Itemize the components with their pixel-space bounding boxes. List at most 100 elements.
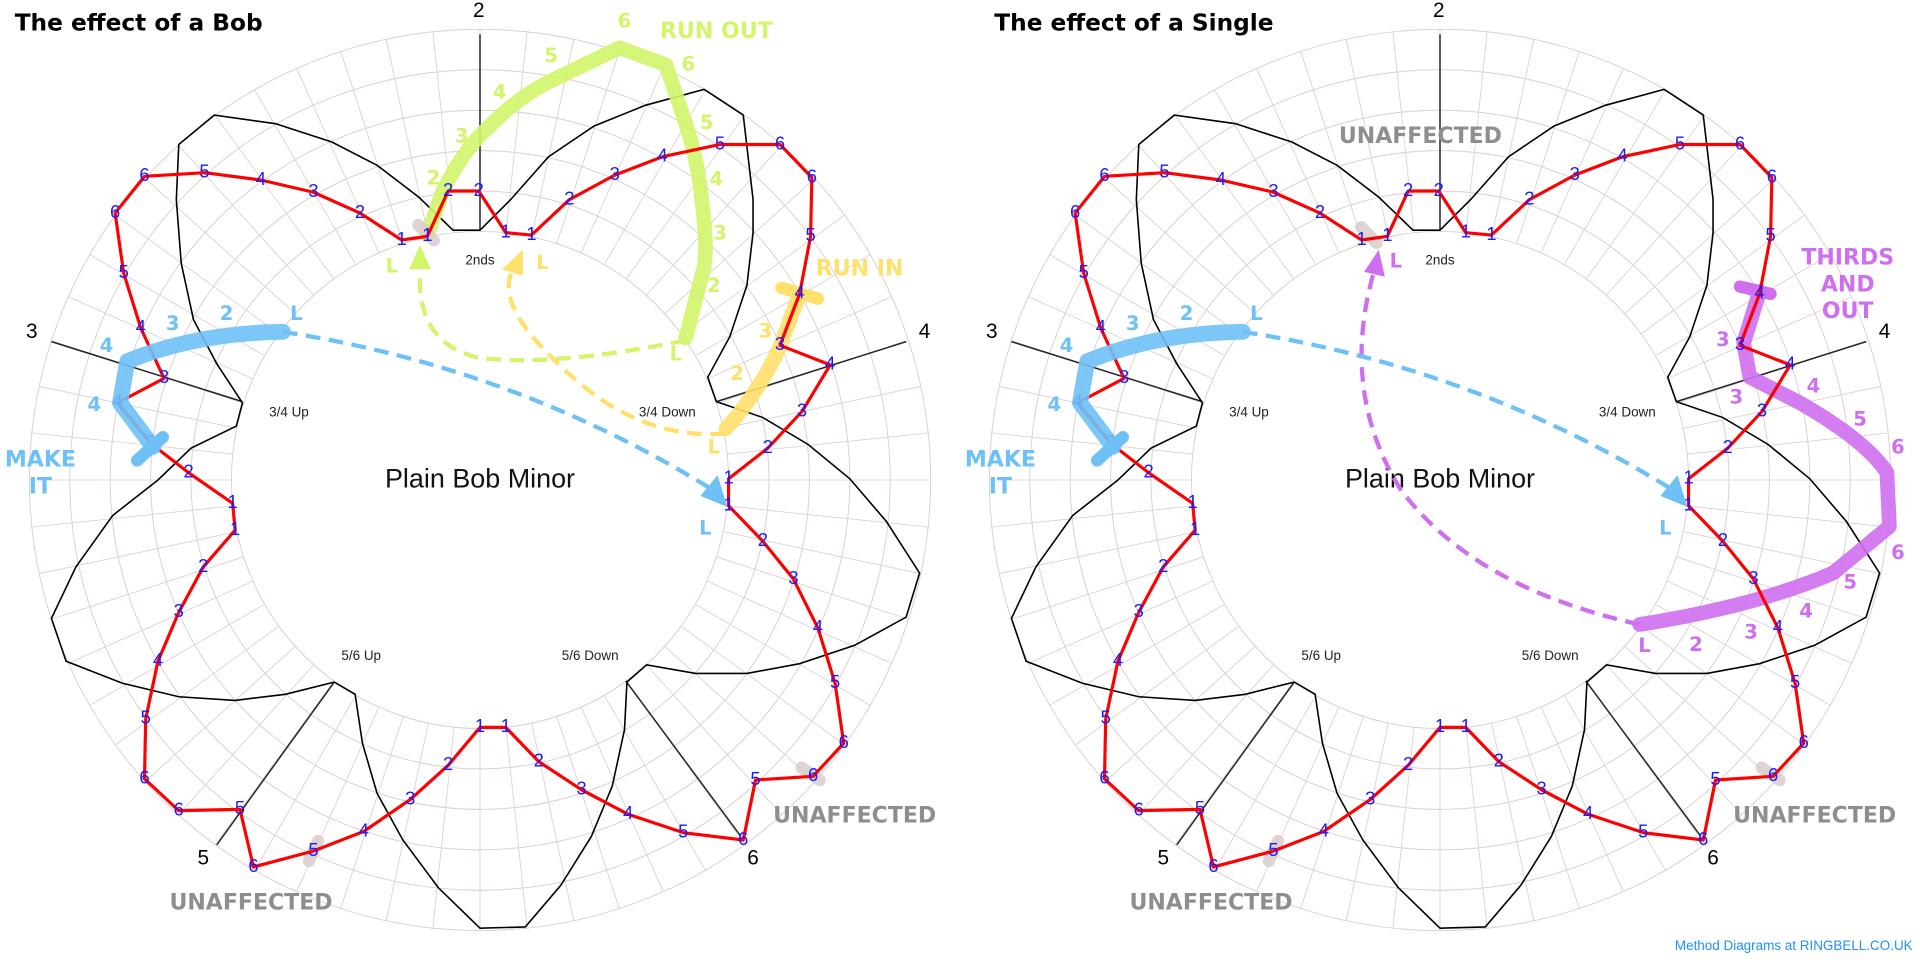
grid-radial [1174,680,1295,845]
place-number: 1 [397,228,407,249]
single-lead-dashed [1359,271,1641,627]
place-number: 2 [474,179,484,200]
spoke-line [1176,681,1295,846]
spoke-label-3: 3 [986,320,998,343]
place-number: 1 [1357,228,1367,249]
grid-radial [39,385,237,429]
thirds-number: 5 [1853,408,1867,431]
grid-radial [646,144,782,296]
grid-radial [1491,39,1535,237]
grid-radial [723,531,921,575]
place-number: 2 [1524,187,1534,208]
place-number: 5 [1079,261,1089,282]
grid-radial [1028,580,1214,664]
place-number: 2 [534,749,544,770]
make-it-number: 4 [100,334,114,357]
grid-radial [706,296,892,380]
grid-radial [991,432,1193,455]
unaffected-highlight [1755,761,1786,787]
grid-radial [39,531,237,575]
spoke-label-3: 3 [26,320,38,343]
grid-radial [1300,716,1364,909]
grid-radial [89,603,265,706]
run-out-number: 4 [493,81,507,104]
grid-radial [580,706,664,892]
grid-radial [1138,144,1274,296]
grid-radial [664,646,816,782]
place-number: 6 [1208,855,1218,876]
grid-radial [31,432,233,455]
grid-radial [716,556,909,620]
run-in-number: 3 [758,319,772,342]
make-it-number: 2 [220,302,234,325]
spoke-label-6: 6 [1707,846,1719,869]
place-number: 4 [794,282,804,303]
spoke-label-4: 4 [919,320,931,343]
make-it-band [1072,323,1251,455]
grid-radial [695,254,871,357]
grid-radial [1028,296,1214,380]
work-outline [1010,88,1881,929]
run-in-label: RUN IN [816,256,904,281]
thirds-number: 2 [1689,633,1703,656]
credit-link[interactable]: Method Diagrams at RINGBELL.CO.UK [1675,938,1913,953]
place-number: 6 [248,855,258,876]
grid-radial [1138,664,1274,816]
grid-radial [254,89,357,265]
grid-radial [1075,214,1240,335]
thirds-number: 4 [1807,374,1821,397]
grid-radial [727,505,929,528]
grid-radial [31,505,233,528]
lead-label: L [708,436,720,459]
place-number: 5 [830,671,840,692]
spoke-line [216,681,335,846]
make-it-band [112,323,291,455]
lead-label: L [1638,634,1650,657]
place-number: 2 [1403,753,1413,774]
place-number: 1 [1190,518,1200,539]
spoke-label-5: 5 [1157,846,1169,869]
run-out-number: 5 [700,111,714,134]
place-number: 6 [1099,767,1109,788]
grid-radial [340,716,404,909]
thirds-number: 3 [1730,385,1744,408]
grid-radial [1465,31,1488,233]
place-number: 5 [1766,224,1776,245]
place-number: 4 [1319,819,1329,840]
place-number: 6 [738,828,748,849]
place-number: 1 [501,715,511,736]
spoke-line [1011,340,1203,403]
place-number: 4 [1785,353,1795,374]
grid-radial [680,625,845,746]
lead-position-label: 2nds [465,252,494,267]
place-number: 5 [119,261,129,282]
lead-position-label: 3/4 Down [639,404,696,419]
run-out-highlight [412,218,441,247]
run-out-number: 2 [427,166,441,189]
method-name: Plain Bob Minor [385,463,575,493]
place-number: 5 [1159,160,1169,181]
lead-label: L [290,302,302,325]
grid-radial [580,68,664,254]
grid-radial [1491,723,1535,921]
place-number: 4 [813,616,823,637]
thirds-number: 6 [1891,436,1905,459]
lead-transfer-dashed [1242,329,1674,492]
place-number: 6 [1768,764,1778,785]
grid-radial [1640,625,1805,746]
thirds-stub [1733,280,1777,300]
lead-label: L [670,343,682,366]
grid-radial [1585,115,1706,280]
grid-radial [1049,603,1225,706]
unaffected-label: UNAFFECTED [1339,124,1502,149]
panel-title: The effect of a Bob [15,10,263,37]
lead-label: L [1659,516,1671,539]
make-it-stub [1091,431,1129,467]
thirds-and-out-label: AND [1821,272,1875,297]
work-outline [50,88,921,929]
grid-radial [1683,385,1881,429]
grid-radial [115,214,280,335]
grid-radial [432,31,455,233]
thirds-number: 6 [1891,541,1905,564]
